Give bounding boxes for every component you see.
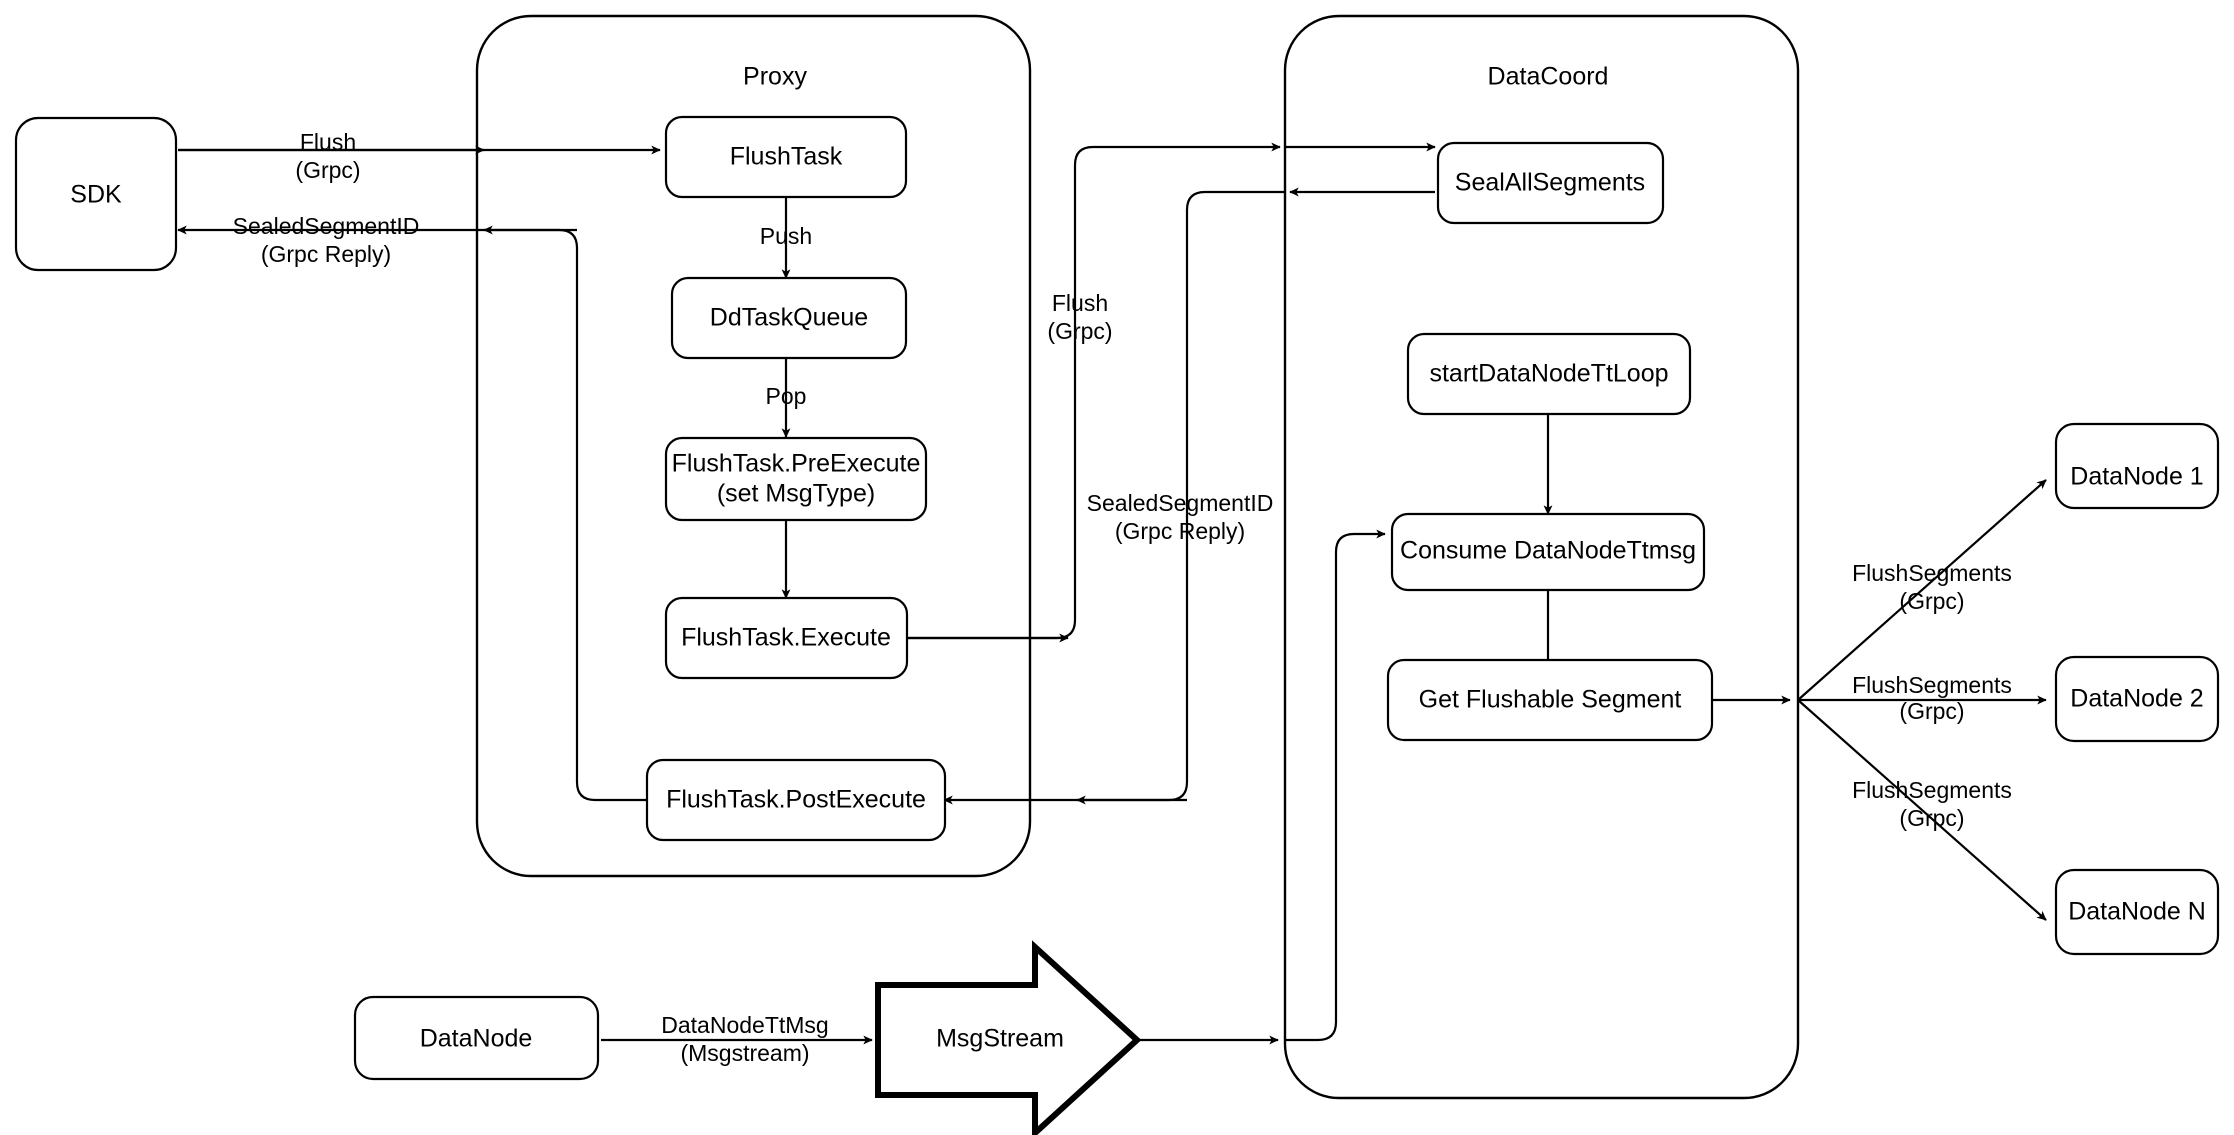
sdk-box[interactable] <box>14 116 178 272</box>
flushtask-box[interactable] <box>664 115 908 199</box>
sealallsegments-label: SealAllSegments <box>1455 169 1645 197</box>
msgstream-label: MsgStream <box>936 1025 1064 1053</box>
proxy-container-label: Proxy <box>743 63 807 91</box>
container-datacoord: DataCoord <box>1283 14 1800 1100</box>
edge-hub-to-datanode1 <box>1797 479 2047 701</box>
datanode-1-label: DataNode 1 <box>2070 463 2203 491</box>
edge-label-flush-grpc-line2: (Grpc) <box>295 157 360 183</box>
edge-label-proxy-flush-line2: (Grpc) <box>1047 318 1112 344</box>
get-flushable-segment-box[interactable] <box>1386 658 1714 742</box>
flushtask-label: FlushTask <box>730 143 843 171</box>
edge-label-flush-grpc-line1: Flush <box>300 129 356 155</box>
edge-execute-to-sealallsegments <box>907 142 1281 640</box>
preexecute-box[interactable] <box>664 436 928 522</box>
edge-label-proxy-flush-line1: Flush <box>1052 290 1108 316</box>
sealallsegments-box[interactable] <box>1436 141 1665 225</box>
sdk-label: SDK <box>70 181 122 209</box>
edge-postexecute-to-sdk <box>177 225 646 802</box>
edge-label-datacoord-sealedsegmentid-line1: SealedSegmentID <box>1087 490 1274 516</box>
datacoord-container-label: DataCoord <box>1488 63 1609 91</box>
consume-datanodettmsg-box[interactable] <box>1390 512 1706 592</box>
node-datanode-bottom[interactable]: DataNode <box>353 995 600 1081</box>
edge-hub-to-datanoden <box>1797 699 2047 921</box>
datacoord-container-outline <box>1283 14 1800 1100</box>
datanode-bottom-label: DataNode <box>420 1025 533 1053</box>
datanode-2-label: DataNode 2 <box>2070 685 2203 713</box>
postexecute-label: FlushTask.PostExecute <box>666 786 926 814</box>
node-flushtask-execute[interactable]: FlushTask.Execute <box>664 596 909 680</box>
datanode-2-box[interactable] <box>2054 655 2220 743</box>
preexecute-label-line2: (set MsgType) <box>717 480 875 508</box>
edge-label-flushsegments-2-line2: (Grpc) <box>1899 698 1964 724</box>
edge-label-datacoord-sealedsegmentid-line2: (Grpc Reply) <box>1115 518 1245 544</box>
datanode-bottom-box[interactable] <box>353 995 600 1081</box>
node-flushtask[interactable]: FlushTask <box>664 115 908 199</box>
edge-label-datanodettmsg-line1: DataNodeTtMsg <box>661 1012 828 1038</box>
edge-label-flushsegments-1-line2: (Grpc) <box>1899 588 1964 614</box>
proxy-container-outline <box>475 14 1032 878</box>
postexecute-box[interactable] <box>645 758 947 842</box>
preexecute-label-line1: FlushTask.PreExecute <box>672 450 921 478</box>
datanode-n-label: DataNode N <box>2068 898 2206 926</box>
edge-label-datanodettmsg-line2: (Msgstream) <box>680 1040 809 1066</box>
ddtaskqueue-label: DdTaskQueue <box>710 304 868 332</box>
node-consume-datanodettmsg[interactable]: Consume DataNodeTtmsg <box>1390 512 1706 592</box>
execute-box[interactable] <box>664 596 909 680</box>
edge-label-flushsegments-n-line1: FlushSegments <box>1852 777 2012 803</box>
node-sdk[interactable]: SDK <box>14 116 178 272</box>
edge-datacoord-boundary-to-consume <box>1285 529 1386 1042</box>
get-flushable-segment-label: Get Flushable Segment <box>1419 686 1682 714</box>
edge-label-sealedsegmentid-line1: SealedSegmentID <box>233 213 420 239</box>
msgstream-arrow-shape[interactable] <box>875 940 1142 1135</box>
node-sealallsegments[interactable]: SealAllSegments <box>1436 141 1665 225</box>
container-proxy: Proxy <box>475 14 1032 878</box>
startdatanodettloop-label: startDataNodeTtLoop <box>1429 360 1668 388</box>
node-datanode-n[interactable]: DataNode N <box>2054 868 2220 956</box>
node-get-flushable-segment[interactable]: Get Flushable Segment <box>1386 658 1714 742</box>
edge-label-flushsegments-2-line1: FlushSegments <box>1852 672 2012 698</box>
edge-label-sealedsegmentid-line2: (Grpc Reply) <box>261 241 391 267</box>
node-msgstream[interactable]: MsgStream <box>875 940 1142 1135</box>
node-flushtask-postexecute[interactable]: FlushTask.PostExecute <box>645 758 947 842</box>
ddtaskqueue-box[interactable] <box>670 276 908 360</box>
edge-label-flushsegments-1-line1: FlushSegments <box>1852 560 2012 586</box>
node-startdatanodettloop[interactable]: startDataNodeTtLoop <box>1406 332 1692 416</box>
node-flushtask-preexecute[interactable]: FlushTask.PreExecute (set MsgType) <box>664 436 928 522</box>
execute-label: FlushTask.Execute <box>681 624 891 652</box>
node-ddtaskqueue[interactable]: DdTaskQueue <box>670 276 908 360</box>
edge-label-pop: Pop <box>766 383 807 409</box>
datanode-n-box[interactable] <box>2054 868 2220 956</box>
datanode-1-box[interactable] <box>2054 422 2220 510</box>
edge-label-push: Push <box>760 223 812 249</box>
node-datanode-1[interactable]: DataNode 1 <box>2054 422 2220 510</box>
edge-label-flushsegments-n-line2: (Grpc) <box>1899 805 1964 831</box>
node-datanode-2[interactable]: DataNode 2 <box>2054 655 2220 743</box>
startdatanodettloop-box[interactable] <box>1406 332 1692 416</box>
consume-datanodettmsg-label: Consume DataNodeTtmsg <box>1400 537 1696 565</box>
